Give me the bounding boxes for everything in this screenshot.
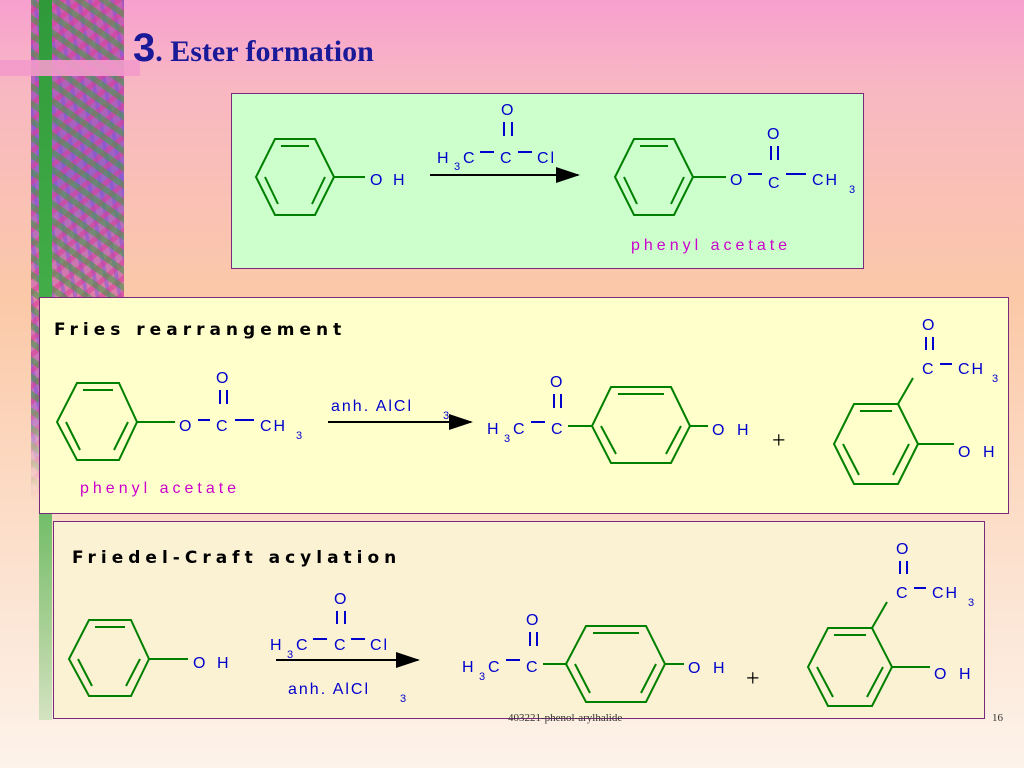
reactant-carbon: C [216, 418, 230, 435]
product-sub3: 3 [849, 184, 855, 196]
plus-sign: + [772, 428, 786, 454]
reagent-sub3: 3 [454, 161, 460, 173]
ortho-ring [832, 403, 920, 485]
fc-ortho-ring [806, 627, 894, 707]
fc-reagent-cl: Cl [370, 637, 389, 654]
reagent-c1: C [463, 150, 477, 167]
fc-para-h: H [462, 659, 476, 676]
ortho-sub3: 3 [992, 373, 998, 385]
para-ring [590, 386, 692, 464]
fries-heading: Fries rearrangement [54, 320, 347, 340]
slide-title: 3. Ester formation [133, 26, 374, 71]
reactant-ring [55, 382, 139, 461]
fc-reagent-oxygen: O [334, 591, 348, 608]
friedel-craft-panel: Friedel-Craft acylation O H O H 3 C C Cl… [53, 521, 985, 719]
ortho-carbonyl-oxygen: O [922, 317, 936, 334]
reagent-cl: Cl [537, 150, 556, 167]
para-carbonyl-oxygen: O [550, 374, 564, 391]
fc-ortho-oh-hydrogen: H [959, 666, 973, 683]
phenyl-acetate-ring [613, 138, 695, 216]
product-carbon: C [768, 175, 782, 192]
title-text: . Ester formation [155, 35, 374, 68]
fc-para-sub3: 3 [479, 671, 485, 683]
fc-ortho-sub3: 3 [968, 597, 974, 609]
fries-reagent-sub: 3 [443, 410, 449, 422]
ester-formation-scheme: O H O H 3 C C Cl O C O CH [254, 102, 855, 254]
friedel-scheme: O H O H 3 C C Cl anh. AlCl 3 H 3 C C O O [67, 541, 974, 707]
reagent-c2: C [500, 150, 514, 167]
fc-phenol-oxygen: O [193, 655, 207, 672]
product-carbonyl-oxygen: O [767, 126, 781, 143]
fc-reagent-c1: C [296, 637, 310, 654]
product-ch: CH [812, 172, 839, 189]
fries-reagent: anh. AlCl [331, 398, 413, 415]
phenol-oxygen: O [370, 172, 384, 189]
fc-reagent-c2: C [334, 637, 348, 654]
reagent-h: H [437, 150, 451, 167]
fc-para-oh-hydrogen: H [713, 660, 727, 677]
fc-para-ring [564, 625, 667, 703]
fries-rearrangement-panel: Fries rearrangement O C O CH 3 phenyl ac… [39, 297, 1009, 514]
ortho-ch: CH [958, 361, 985, 378]
fc-reagent-sub3: 3 [287, 649, 293, 661]
fc-ortho-carbon: C [896, 585, 910, 602]
fc-para-c1: C [488, 659, 502, 676]
fc-para-c2: C [526, 659, 540, 676]
fc-ortho-carbonyl-oxygen: O [896, 541, 910, 558]
fc-para-carbonyl-oxygen: O [526, 612, 540, 629]
reactant-ch: CH [260, 418, 287, 435]
acetyl-chloride-reagent: O H 3 C C Cl [437, 102, 556, 173]
para-h: H [487, 421, 501, 438]
reactant-sub3: 3 [296, 430, 302, 442]
fc-catalyst: anh. AlCl [288, 681, 370, 698]
fc-catalyst-sub: 3 [400, 693, 406, 705]
ortho-oh-hydrogen: H [983, 444, 997, 461]
fries-scheme: O C O CH 3 phenyl acetate anh. AlCl 3 H … [55, 317, 998, 497]
fc-reagent-h: H [270, 637, 284, 654]
reactant-name: phenyl acetate [80, 480, 240, 497]
footer-text: 403221-phenol-arylhalide [508, 712, 623, 724]
reactant-carbonyl-oxygen: O [216, 370, 230, 387]
reagent-oxygen: O [501, 102, 515, 119]
title-number: 3 [133, 26, 156, 70]
product-name: phenyl acetate [631, 237, 791, 254]
ester-formation-panel: O H O H 3 C C Cl O C O CH [231, 93, 864, 269]
phenol-hydrogen: H [393, 172, 407, 189]
para-oh-hydrogen: H [737, 422, 751, 439]
product-oxygen: O [730, 172, 744, 189]
para-sub3: 3 [504, 433, 510, 445]
phenol-ring [254, 138, 336, 216]
fc-phenol-ring [67, 619, 151, 697]
fc-ortho-ch: CH [932, 585, 959, 602]
fc-ortho-oh-oxygen: O [934, 666, 948, 683]
para-oh-oxygen: O [712, 422, 726, 439]
friedel-heading: Friedel-Craft acylation [72, 548, 402, 568]
fc-para-oh-oxygen: O [688, 660, 702, 677]
para-c2: C [551, 421, 565, 438]
page-number: 16 [992, 712, 1003, 724]
ortho-carbon: C [922, 361, 936, 378]
decorative-pink-bar [0, 60, 140, 76]
para-c1: C [513, 421, 527, 438]
fc-phenol-hydrogen: H [217, 655, 231, 672]
ortho-oh-oxygen: O [958, 444, 972, 461]
reactant-oxygen: O [179, 418, 193, 435]
fc-plus-sign: + [746, 666, 760, 692]
